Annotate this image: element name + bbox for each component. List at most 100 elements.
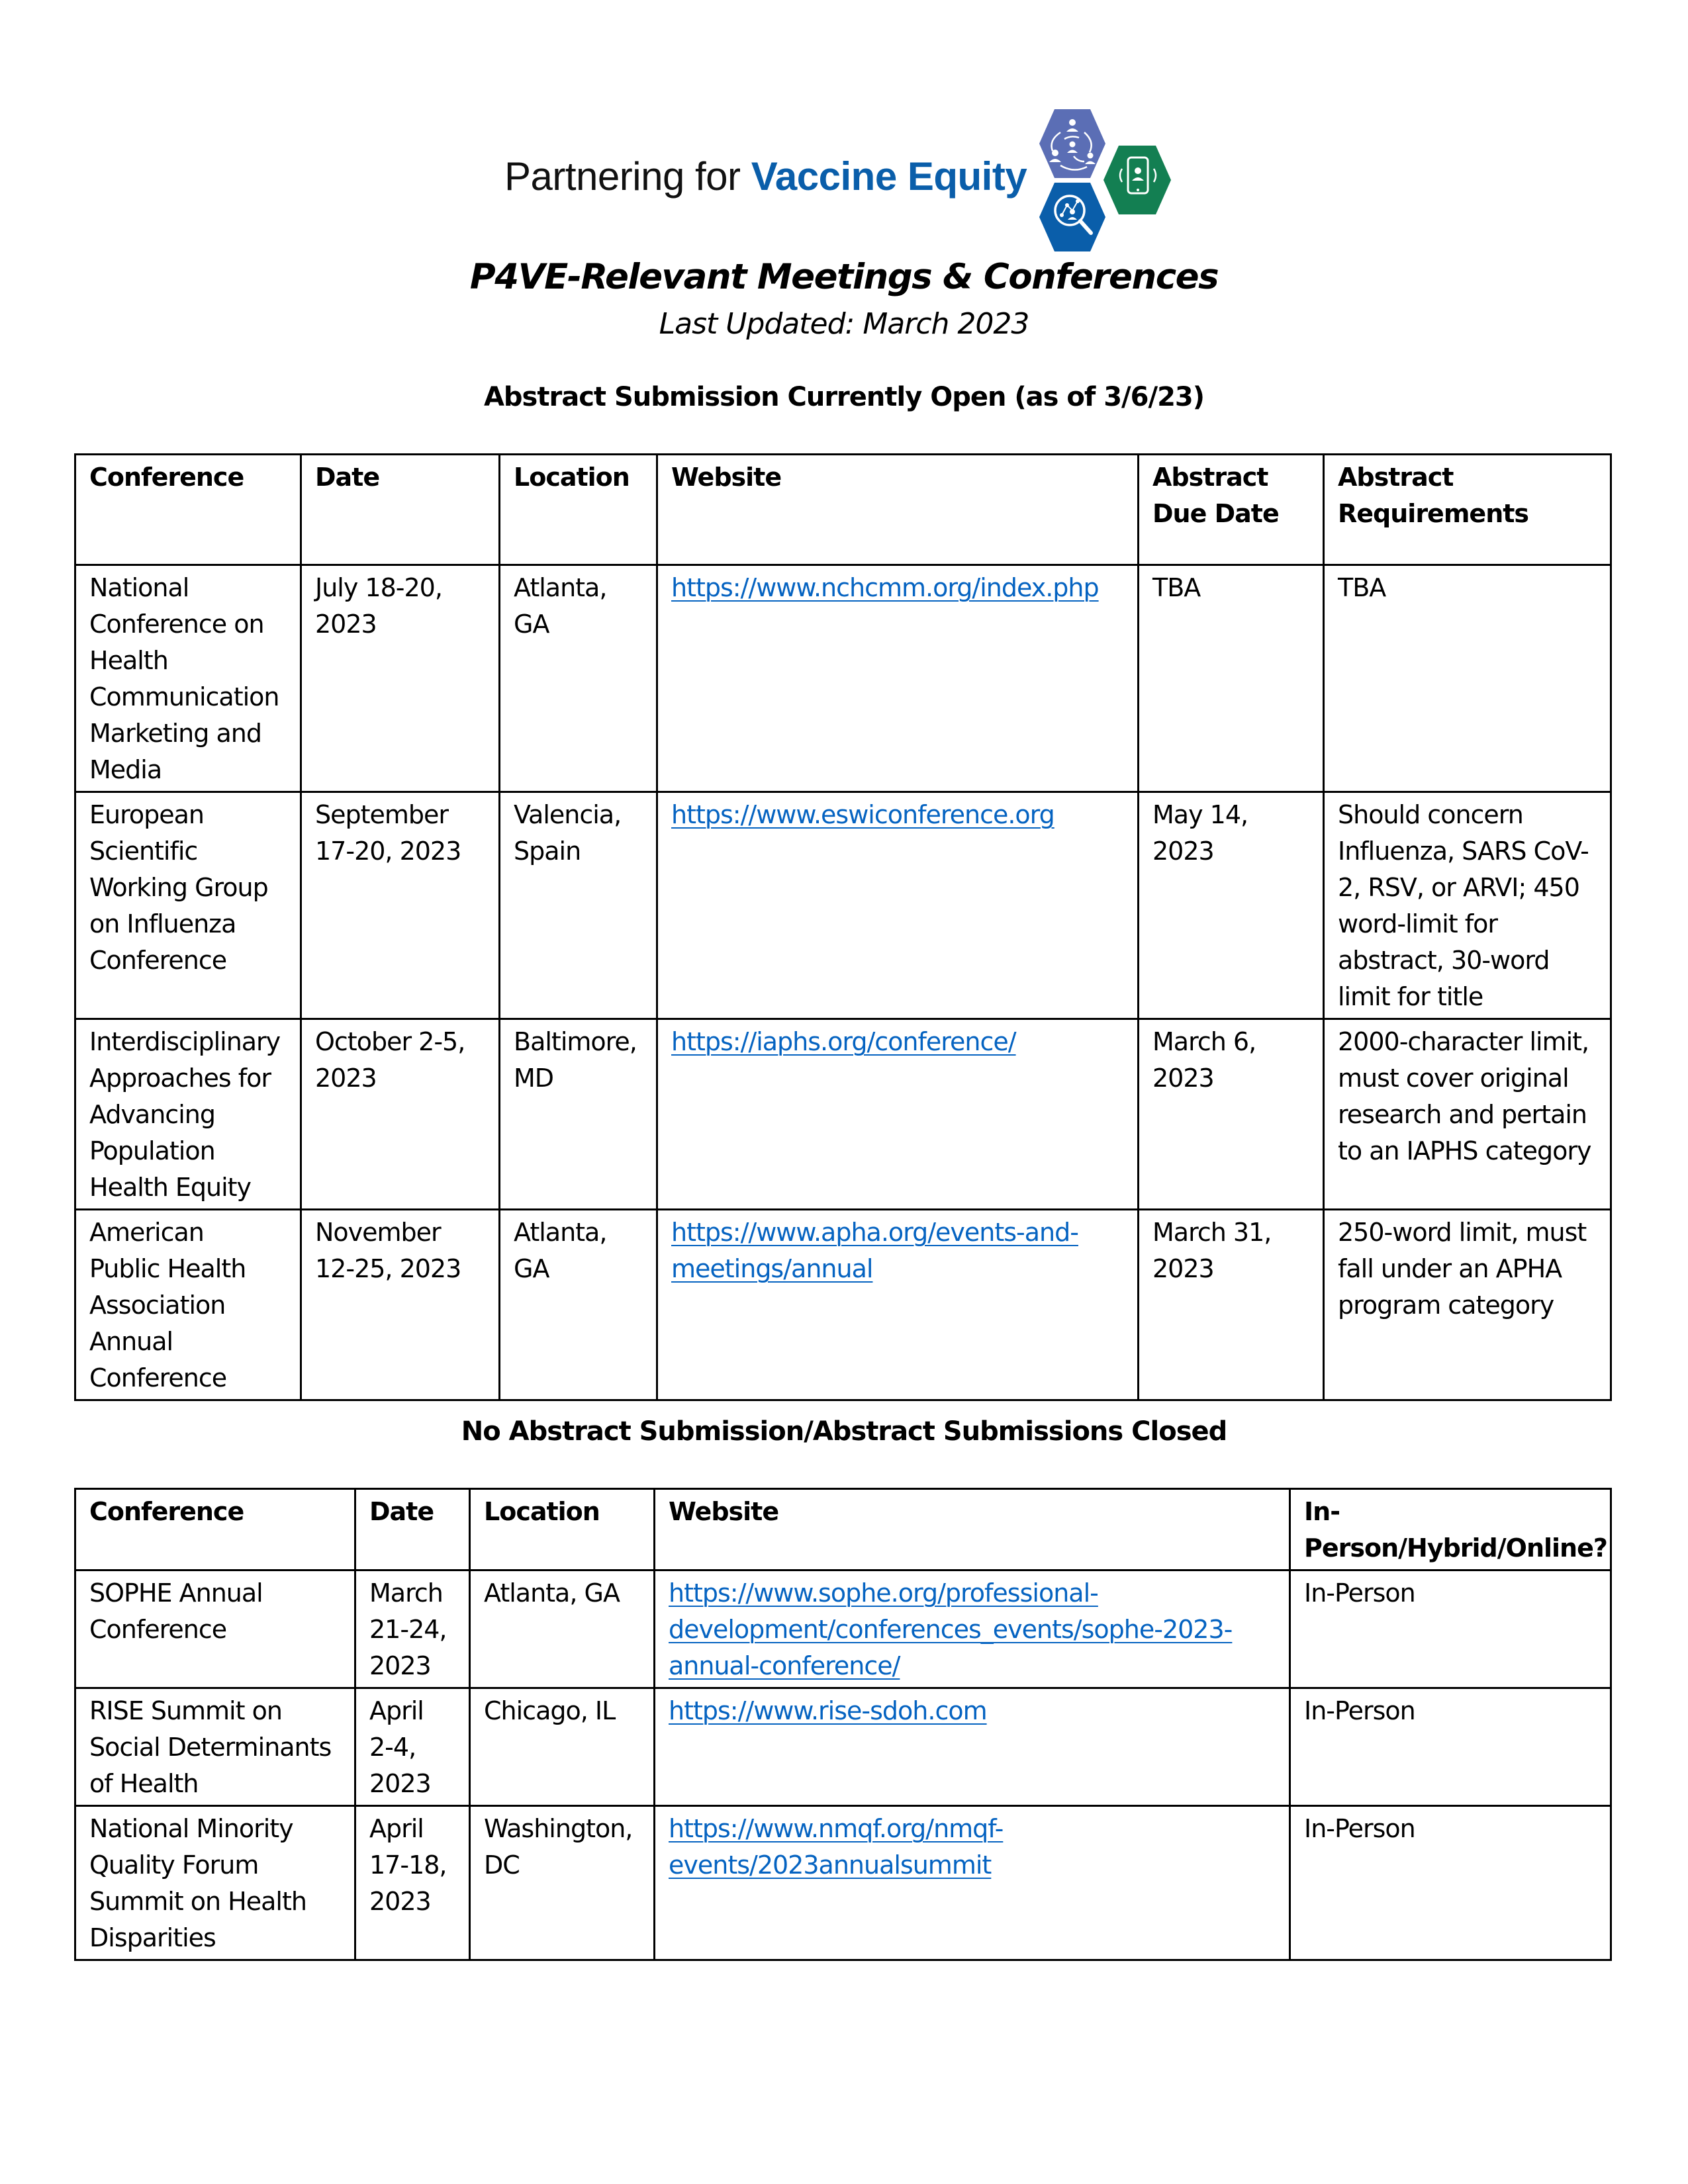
cell-line: Social Determinants [89,1733,332,1762]
website-link[interactable]: https://www.nchcmm.org/index.php [671,570,1125,606]
cell-line: October 2-5, [315,1027,465,1056]
website-link[interactable]: https://www.apha.org/events-and-meetings… [671,1214,1125,1287]
magnifier-data-icon [1039,183,1105,251]
cell-line: 2023 [1152,837,1215,866]
cell-line: GA [514,1254,549,1283]
website-link[interactable]: https://www.nmqf.org/nmqf-events/2023ann… [669,1811,1277,1884]
mobile-phone-person-icon [1103,146,1171,214]
cell-line: RISE Summit on [89,1696,283,1725]
cell-line: https://iaphs.org/conference/ [671,1027,1017,1056]
column-header-website: Website [653,1488,1291,1571]
cell-line: National [89,573,189,602]
cell-line: fall under an APHA [1338,1254,1562,1283]
cell-website: https://www.eswiconference.org [656,791,1139,1020]
cell-line: https://www.nchcmm.org/index.php [671,573,1100,602]
cell-location: Washington,DC [469,1805,655,1961]
cell-line: GA [514,610,549,639]
column-header-conference: Conference [74,453,302,566]
logo-text-brand: Vaccine Equity [751,154,1027,199]
cell-website: https://iaphs.org/conference/ [656,1018,1139,1210]
table-header-row: Conference Date Location Website Abstrac… [74,453,1612,566]
cell-line: meetings/annual [671,1254,873,1283]
cell-line: Conference on [89,610,265,639]
website-link[interactable]: https://iaphs.org/conference/ [671,1024,1125,1060]
cell-line: 250-word limit, must [1338,1218,1587,1247]
header-line: Person/Hybrid/Online? [1304,1533,1608,1563]
cell-line: Baltimore, [514,1027,637,1056]
cell-line: to an IAPHS category [1338,1136,1592,1165]
cell-line: March 31, [1152,1218,1272,1247]
cell-line: In-Person [1304,1696,1416,1725]
cell-line: In-Person [1304,1814,1416,1843]
cell-date: October 2-5, 2023 [300,1018,500,1210]
cell-line: July 18-20, [315,573,443,602]
column-header-format: In- Person/Hybrid/Online? [1289,1488,1612,1571]
open-submissions-table: Conference Date Location Website Abstrac… [74,453,1612,1401]
cell-line: events/2023annualsummit [669,1850,992,1880]
column-header-conference: Conference [74,1488,356,1571]
column-header-location: Location [498,453,658,566]
cell-line: TBA [1338,573,1386,602]
cell-line: Media [89,755,162,784]
cell-website: https://www.apha.org/events-and-meetings… [656,1208,1139,1401]
logo-wordmark: Partnering for Vaccine Equity [504,154,1027,200]
column-header-date: Date [300,453,500,566]
cell-line: 2023 [1152,1064,1215,1093]
cell-line: Atlanta, [514,1218,607,1247]
cell-line: 2023 [1152,1254,1215,1283]
column-header-location: Location [469,1488,655,1571]
cell-due: TBA [1137,564,1325,793]
cell-line: 21-24, [369,1615,447,1644]
last-updated: Last Updated: March 2023 [659,307,1030,341]
cell-line: Annual [89,1327,173,1356]
community-network-icon [1039,109,1105,178]
page-title: P4VE-Relevant Meetings & Conferences [469,257,1219,297]
cell-line: word-limit for [1338,909,1498,938]
table-header-row: Conference Date Location Website In- Per… [74,1488,1612,1571]
header-line: Abstract [1338,463,1454,492]
cell-line: of Health [89,1769,199,1798]
cell-line: Spain [514,837,581,866]
cell-line: 2, RSV, or ARVI; 450 [1338,873,1580,902]
cell-date: July 18-20,2023 [300,564,500,793]
cell-line: Working Group [89,873,269,902]
column-header-abstract-due-date: Abstract Due Date [1137,453,1325,566]
website-link[interactable]: https://www.sophe.org/professional-devel… [669,1575,1277,1684]
cell-line: on Influenza [89,909,236,938]
cell-line: 2023 [369,1651,432,1680]
cell-location: Atlanta, GA [498,1208,658,1401]
cell-line: Atlanta, GA [484,1578,620,1608]
closed-submissions-table: Conference Date Location Website In- Per… [74,1488,1612,1961]
cell-line: 2023 [315,1064,377,1093]
website-link[interactable]: https://www.eswiconference.org [671,797,1125,833]
cell-line: Chicago, IL [484,1696,616,1725]
website-link[interactable]: https://www.rise-sdoh.com [669,1693,1277,1729]
cell-format: In-Person [1289,1687,1612,1807]
cell-line: limit for title [1338,982,1483,1011]
cell-line: Scientific [89,837,198,866]
cell-line: 17-20, 2023 [315,837,461,866]
cell-line: Quality Forum [89,1850,259,1880]
cell-line: Communication [89,682,280,711]
cell-format: In-Person [1289,1805,1612,1961]
cell-website: https://www.rise-sdoh.com [653,1687,1291,1807]
cell-line: program category [1338,1291,1554,1320]
cell-line: annual-conference/ [669,1651,900,1680]
column-header-website: Website [656,453,1139,566]
header-line: In- [1304,1497,1340,1526]
cell-line: https://www.eswiconference.org [671,800,1055,829]
cell-line: https://www.rise-sdoh.com [669,1696,988,1725]
cell-line: National Minority [89,1814,294,1843]
cell-line: May 14, [1152,800,1248,829]
cell-line: must cover original [1338,1064,1570,1093]
cell-line: Should concern [1338,800,1524,829]
